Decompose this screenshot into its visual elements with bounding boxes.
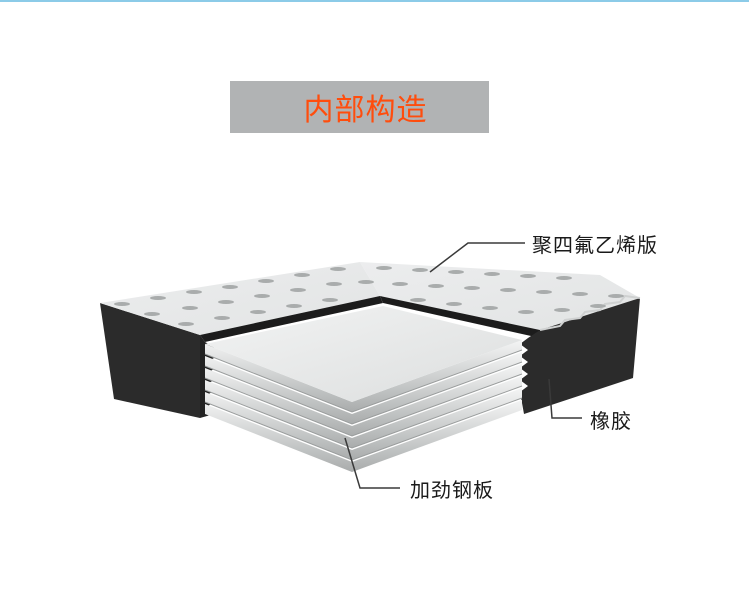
top-accent-line (0, 0, 749, 2)
leader-steel (344, 437, 400, 489)
leader-lines (344, 242, 582, 489)
ptfe-dimples (114, 266, 624, 326)
label-steel-plates: 加劲钢板 (410, 478, 494, 502)
page-title: 内部构造 (303, 93, 428, 128)
label-rubber: 橡胶 (590, 409, 632, 433)
leader-rubber (548, 378, 582, 419)
leader-ptfe (429, 242, 525, 273)
label-ptfe-plate: 聚四氟乙烯版 (532, 233, 658, 257)
steel-plate-stack (204, 306, 523, 472)
title-banner: 内部构造 (230, 81, 489, 133)
